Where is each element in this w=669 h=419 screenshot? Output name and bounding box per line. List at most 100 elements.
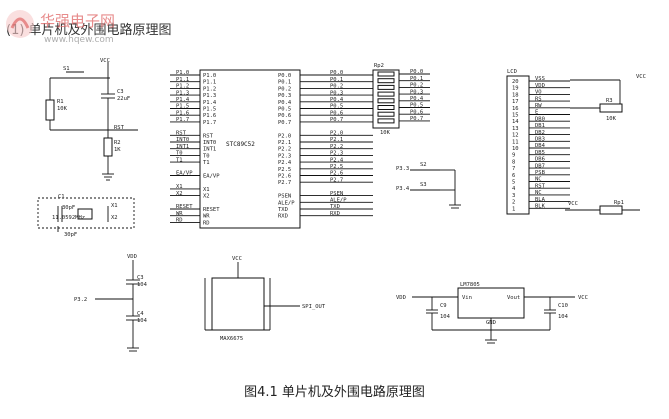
- c-value: 22uF: [117, 96, 130, 102]
- c1-label: C1: [58, 194, 65, 200]
- lcd-pin-label: RS: [535, 96, 542, 102]
- voltage-regulator: LM7805 Vin Vout GND VDD VCC C9 104 C10 1…: [396, 282, 588, 344]
- mcu-right-pin-label: P0.7: [330, 117, 343, 123]
- r1-value: 10K: [57, 106, 68, 112]
- rst-label: RST: [114, 125, 125, 131]
- resistor-pack-element: [377, 105, 395, 110]
- page-heading: (1) 单片机及外围电路原理图: [6, 23, 172, 38]
- mcu-inner-right-label: P0.6: [278, 113, 291, 119]
- x2-label: X2: [111, 215, 118, 221]
- mcu-inner-right-label: P0.5: [278, 107, 291, 113]
- resistor-pack-port-label: P0.2: [410, 83, 423, 89]
- r2-label: R2: [114, 140, 121, 146]
- rp1-label: Rp1: [614, 200, 624, 206]
- r2-value: 1K: [114, 147, 121, 153]
- c4-value: 104: [137, 318, 148, 324]
- mcu-inner-right-label: PSEN: [278, 194, 291, 200]
- r3-value: 10K: [606, 116, 617, 122]
- rp-label: Rp2: [374, 63, 384, 69]
- lcd-pin-label: PSB: [535, 170, 546, 176]
- p33-label: P3.3: [396, 166, 409, 172]
- mcu-inner-right-label: P2.0: [278, 133, 291, 139]
- c1-value: 30pF: [62, 205, 75, 211]
- mcu-inner-right-label: P2.2: [278, 147, 291, 153]
- lcd-pin-label: DB4: [535, 143, 546, 149]
- lcd-pin-number: 18: [512, 92, 519, 98]
- resistor-pack-element: [377, 91, 395, 97]
- s2-label: S2: [420, 162, 427, 168]
- mcu-inner-left-label: P1.6: [203, 113, 216, 119]
- mcu-left-pin-label: P1.6: [176, 110, 189, 116]
- lcd-pin-number: 8: [512, 159, 515, 165]
- mcu-inner-left-label: P1.5: [203, 107, 216, 113]
- mcu-inner-right-label: P0.3: [278, 93, 291, 99]
- lcd-pin-number: 11: [512, 139, 519, 145]
- mcu-left-pin-label: INT1: [176, 144, 189, 150]
- mcu-inner-right-label: ALE/P: [278, 200, 295, 206]
- resistor-pack-element: [377, 84, 395, 90]
- mcu-inner-left-label: WR: [203, 214, 210, 220]
- s3-label: S3: [420, 182, 427, 188]
- mcu-inner-left-label: P1.0: [203, 73, 216, 79]
- mcu-inner-right-label: P0.4: [278, 100, 292, 106]
- vdd-label: VDD: [127, 254, 137, 260]
- reg-part-label: LM7805: [460, 282, 480, 288]
- mcu-inner-left-label: P1.2: [203, 86, 216, 92]
- mcu-right-pin-label: P2.7: [330, 177, 343, 183]
- x1-label: X1: [111, 203, 118, 209]
- resistor-pack-port-label: P0.0: [410, 69, 423, 75]
- watermark-url: www.hqew.com: [44, 35, 114, 45]
- lcd-pin-label: DB6: [535, 157, 545, 163]
- lcd-pin-number: 6: [512, 173, 515, 179]
- mcu-inner-right-label: P2.3: [278, 153, 291, 159]
- mcu-inner-right-label: P2.1: [278, 140, 291, 146]
- lcd-pin-number: 5: [512, 180, 515, 186]
- lcd-pin-number: 19: [512, 86, 519, 92]
- mcu-right-pin-label: P0.3: [330, 90, 343, 96]
- mcu-left-pin-label: P1.7: [176, 117, 189, 123]
- max6675-chip: VCC SPI_OUT MAX6675: [204, 256, 326, 342]
- watermark-logo: 华强电子网 www.hqew.com: [6, 10, 115, 45]
- resistor-pack-element: [377, 98, 395, 104]
- mcu-left-pin-label: INT0: [176, 137, 189, 143]
- mcu-right-pin-label: P2.6: [330, 171, 343, 177]
- max-part-label: MAX6675: [220, 336, 243, 342]
- mcu-inner-left-label: T1: [203, 160, 210, 166]
- lcd-pin-label: VO: [535, 90, 542, 96]
- mcu-inner-left-label: RESET: [203, 207, 220, 213]
- mcu-right-pin-label: P2.4: [330, 157, 344, 163]
- mcu-right-pin-label: P2.2: [330, 144, 343, 150]
- rp-value: 10K: [380, 130, 391, 136]
- lcd-pin-number: 10: [512, 146, 519, 152]
- mcu-inner-right-label: P0.1: [278, 80, 291, 86]
- mcu-left-pin-label: X1: [176, 184, 183, 190]
- lcd-pin-label: DB7: [535, 163, 545, 169]
- mcu-right-pin-label: P0.0: [330, 70, 343, 76]
- c4-label: C4: [137, 311, 144, 317]
- watermark-cn: 华强电子网: [40, 12, 115, 30]
- mcu-inner-left-label: P1.4: [203, 100, 217, 106]
- sensor-circuit: VDD C3 104 C4 104 P3.2: [74, 254, 148, 352]
- mcu-inner-left-label: INT0: [203, 140, 216, 146]
- mcu-inner-right-label: P0.0: [278, 73, 291, 79]
- resistor-pack-element: [377, 111, 395, 117]
- resistor-pack-element: [377, 71, 395, 77]
- lcd-pin-number: 13: [512, 126, 519, 132]
- lcd-pin-label: DB0: [535, 116, 545, 122]
- lcd-pin-number: 2: [512, 200, 515, 206]
- resistor-pack-port-label: P0.1: [410, 76, 423, 82]
- lcd-vcc-label-2: VCC: [568, 201, 578, 207]
- key-switches: P3.3 P3.4 S2 S3: [396, 162, 461, 209]
- lcd-pin-label: E: [535, 110, 538, 116]
- r1-label: R1: [57, 99, 64, 105]
- mcu-inner-right-label: P2.6: [278, 174, 291, 180]
- potentiometer-rp1: [599, 205, 623, 215]
- mcu-right-pin-label: P0.1: [330, 77, 343, 83]
- c9-value: 104: [440, 314, 451, 320]
- resistor-pack-element: [377, 78, 395, 84]
- mcu-inner-left-label: RST: [203, 133, 214, 139]
- lcd-vcc-label: VCC: [636, 74, 646, 80]
- lcd-pin-label: DB2: [535, 130, 545, 136]
- figure-caption: 图4.1 单片机及外围电路原理图: [244, 385, 425, 400]
